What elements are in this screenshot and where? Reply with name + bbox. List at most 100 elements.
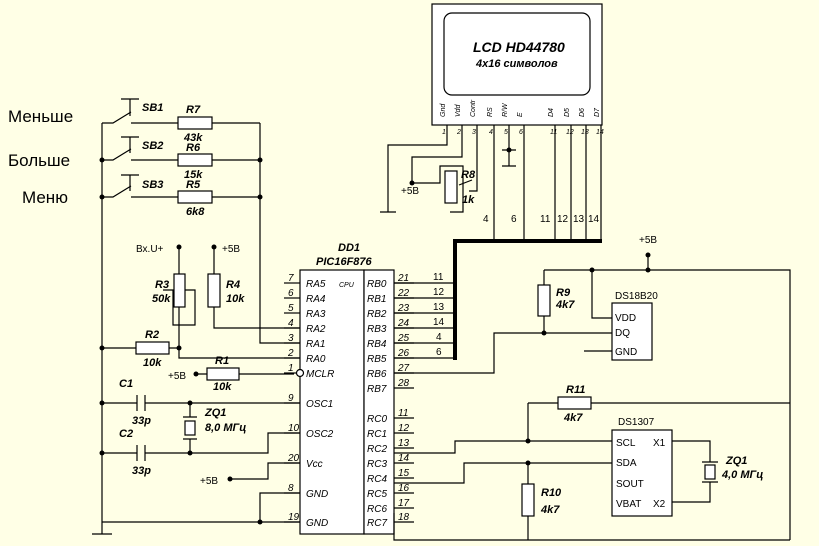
- mclr-pullup: +5В R1 10k: [168, 355, 294, 393]
- resistor-r11-ref: R11: [566, 384, 585, 396]
- mcu-left-pins: 7RA56RA45RA34RA23RA12RA01MCLR9OSC110OSC2…: [284, 273, 334, 529]
- resistor-r10-ref: R10: [541, 487, 562, 499]
- mcu-pin-number: 7: [288, 273, 294, 284]
- mcu-pin-name: GND: [306, 489, 328, 500]
- crystal-zq1-rtc-value: 4,0 МГц: [721, 469, 763, 481]
- bus-label-6: 6: [511, 214, 517, 225]
- ds1307-rtc: R11 4k7 R10 4k7 DS1307 SCL SDA SOUT VBAT…: [393, 384, 790, 541]
- mcu-pin-name: RA5: [306, 279, 326, 290]
- mcu-pin-number: 6: [288, 288, 294, 299]
- mcu-pin-name: RC4: [367, 474, 387, 485]
- ds1307-pin-vbat: VBAT: [616, 499, 641, 510]
- resistor-r7-ref: R7: [186, 104, 201, 116]
- bus-label-14: 14: [588, 214, 600, 225]
- resistor-r1-ref: R1: [215, 355, 229, 367]
- mcu-cpu-label: CPU: [339, 282, 355, 289]
- mcu-pin-number: 13: [398, 438, 410, 449]
- mcu-oscillator: C1 33p C2 33p ZQ1 8,0 МГц: [99, 378, 300, 477]
- mcu-pin-number: 14: [398, 453, 410, 464]
- mcu-pin-number: 20: [287, 453, 300, 464]
- resistor-r7-value: 43k: [183, 132, 203, 144]
- ds1307-pin-sout: SOUT: [616, 479, 644, 490]
- lcd-pin-name: D5: [564, 108, 571, 117]
- mcu-pin-name: RA1: [306, 339, 325, 350]
- lcd-plus5-label: +5В: [401, 186, 419, 197]
- resistor-r3: [173, 273, 186, 308]
- resistor-r5: [177, 190, 213, 204]
- resistor-r8-value: 1k: [462, 194, 475, 206]
- rb0-wire-label: 11: [433, 272, 444, 283]
- mcu-pin-number: 28: [397, 378, 410, 389]
- capacitor-c2-ref: C2: [119, 428, 133, 440]
- capacitor-c1-ref: C1: [119, 378, 133, 390]
- mcu-pin-number: 16: [398, 483, 410, 494]
- mclr-inversion-bubble: [295, 368, 305, 378]
- mcu-pin-name: RC6: [367, 504, 387, 515]
- resistor-r6-value: 15k: [184, 169, 203, 181]
- vcc-plus5-label: +5В: [200, 476, 218, 487]
- button-label-menu: Меню: [22, 188, 68, 207]
- lcd-pin-name: RS: [487, 107, 494, 117]
- crystal-zq1-mcu-ref: ZQ1: [204, 407, 226, 419]
- lcd-title: LCD HD44780: [473, 39, 565, 55]
- mcu-pin-name: RC7: [367, 518, 387, 529]
- mcu-pin-number: 17: [398, 498, 410, 509]
- mcu-pin-name: MCLR: [306, 369, 334, 380]
- mcu-pin-number: 11: [398, 408, 408, 419]
- resistor-r9: [537, 284, 551, 317]
- rb1-wire-label: 12: [433, 287, 445, 298]
- resistor-r8-ref: R8: [461, 169, 476, 181]
- resistor-r9-value: 4k7: [555, 299, 575, 311]
- mcu-pin-number: 2: [287, 348, 294, 359]
- resistor-r1-value: 10k: [213, 381, 232, 393]
- switch-sb3: SB3: [102, 174, 178, 198]
- mcu-pin-number: 27: [397, 363, 410, 374]
- mcu-pin-number: 26: [397, 348, 410, 359]
- mcu-part: PIC16F876: [316, 256, 373, 268]
- lcd-pin-name: Vdd: [455, 103, 462, 117]
- mcu-body-right: [363, 269, 395, 535]
- mcu-pin-number: 15: [398, 468, 410, 479]
- mcu-pin-name: RC5: [367, 489, 387, 500]
- mcu-pin-name: RC0: [367, 414, 387, 425]
- crystal-zq1-rtc-ref: ZQ1: [725, 455, 747, 467]
- ds1307-pin-scl: SCL: [616, 438, 636, 449]
- rb5-wire-label: 6: [436, 347, 442, 358]
- ds1307-body: [611, 429, 673, 517]
- mcu-pin-number: 10: [288, 423, 300, 434]
- mcu-pin-number: 22: [397, 288, 410, 299]
- crystal-zq1-mcu: [184, 420, 196, 436]
- mcu-pin-number: 21: [397, 273, 409, 284]
- mcu-pin-number: 19: [288, 512, 300, 523]
- lcd-pin-number: 14: [596, 129, 604, 136]
- resistor-r10: [521, 483, 535, 517]
- mcu-pin-name: RC1: [367, 429, 387, 440]
- resistor-r8: [444, 170, 458, 204]
- resistor-r3-value: 50k: [152, 293, 171, 305]
- mcu-pin-name: RB6: [367, 369, 387, 380]
- mcu-pin-number: 25: [397, 333, 410, 344]
- ds1307-pin-sda: SDA: [616, 458, 637, 469]
- mcu-pin-number: 4: [288, 318, 294, 329]
- mcu-pin-number: 5: [288, 303, 294, 314]
- button-section: Меньше Больше Меню SB1 SB2 SB3 R7 43k R6…: [8, 98, 300, 344]
- lcd-pin-number: 3: [472, 129, 476, 136]
- input-divider: Вх.U+ R3 50k +5В R4 10k R2 10k: [99, 244, 300, 369]
- r1-plus5-label: +5В: [168, 371, 186, 382]
- lcd-pin-number: 5: [504, 129, 508, 136]
- lcd-pin-name: R/W: [502, 102, 509, 117]
- mcu-pin-number: 1: [288, 363, 294, 374]
